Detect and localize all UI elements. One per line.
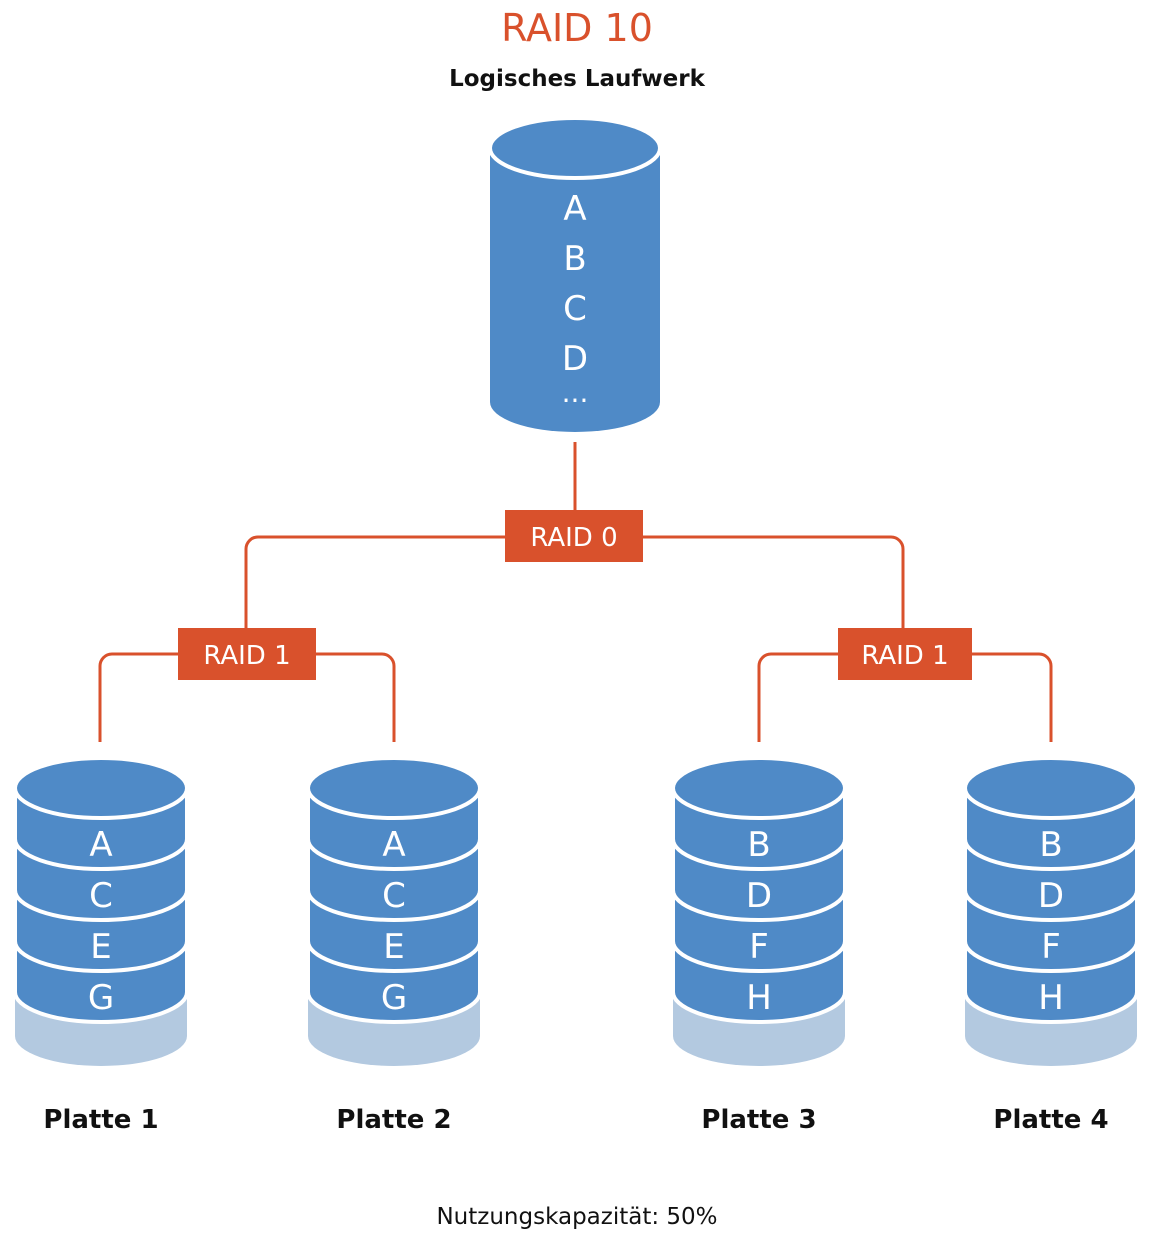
- logical-block-label: C: [563, 289, 587, 329]
- disk-block-label: B: [747, 825, 770, 865]
- connector-lines: [98, 442, 1053, 742]
- connector-raid1l-disk1: [98, 652, 178, 742]
- disk-block-label: A: [89, 825, 112, 865]
- connector-raid0-right: [643, 535, 905, 630]
- raid0-box-bg: [505, 510, 643, 562]
- disk-block-label: C: [89, 876, 113, 916]
- raid0-label: RAID 0: [530, 523, 617, 553]
- raid1-left-label: RAID 1: [203, 641, 290, 671]
- disk-label: Platte 2: [336, 1105, 451, 1135]
- raid1-left-box: RAID 1: [178, 628, 316, 680]
- raid1-right-box-bg: [838, 628, 972, 680]
- raid1-left-box-bg: [178, 628, 316, 680]
- raid1-right-box: RAID 1: [838, 628, 972, 680]
- disk-top: [671, 756, 847, 820]
- disk-block-label: E: [383, 927, 404, 967]
- disk-block-label: D: [1038, 876, 1064, 916]
- disk-block-label: G: [381, 978, 407, 1018]
- connector-raid0-left: [244, 535, 505, 630]
- disk-top: [306, 756, 482, 820]
- connector-raid1l-disk2: [316, 652, 396, 742]
- disk-block-label: H: [1038, 978, 1064, 1018]
- disk-label: Platte 1: [43, 1105, 158, 1135]
- logical-drive: A B C D ...: [488, 116, 662, 432]
- logical-block-label: B: [563, 239, 586, 279]
- disk-label: Platte 4: [993, 1105, 1108, 1135]
- logical-block-label: ...: [562, 376, 589, 409]
- capacity-caption: Nutzungskapazität: 50%: [436, 1204, 718, 1230]
- disk-block-label: F: [1041, 927, 1061, 967]
- disk-block-label: B: [1039, 825, 1062, 865]
- logical-drive-title: Logisches Laufwerk: [449, 66, 705, 92]
- disk-block-label: A: [382, 825, 405, 865]
- disk-block-label: C: [382, 876, 406, 916]
- disk-block-label: F: [749, 927, 769, 967]
- connector-raid1r-disk3: [757, 652, 838, 742]
- connector-raid1r-disk4: [971, 652, 1053, 742]
- disk-label: Platte 3: [701, 1105, 816, 1135]
- raid1-right-label: RAID 1: [861, 641, 948, 671]
- disk-block-label: D: [746, 876, 772, 916]
- logical-drive-body: [490, 148, 660, 432]
- disk-block-label: E: [90, 927, 111, 967]
- disk-block-label: H: [746, 978, 772, 1018]
- disk-top: [963, 756, 1139, 820]
- logical-block-label: D: [562, 339, 588, 379]
- disk-block-label: G: [88, 978, 114, 1018]
- diagram-title: RAID 10: [501, 6, 653, 50]
- raid0-box: RAID 0: [505, 510, 643, 562]
- logical-block-label: A: [563, 189, 586, 229]
- logical-drive-top: [488, 116, 662, 180]
- disk-top: [13, 756, 189, 820]
